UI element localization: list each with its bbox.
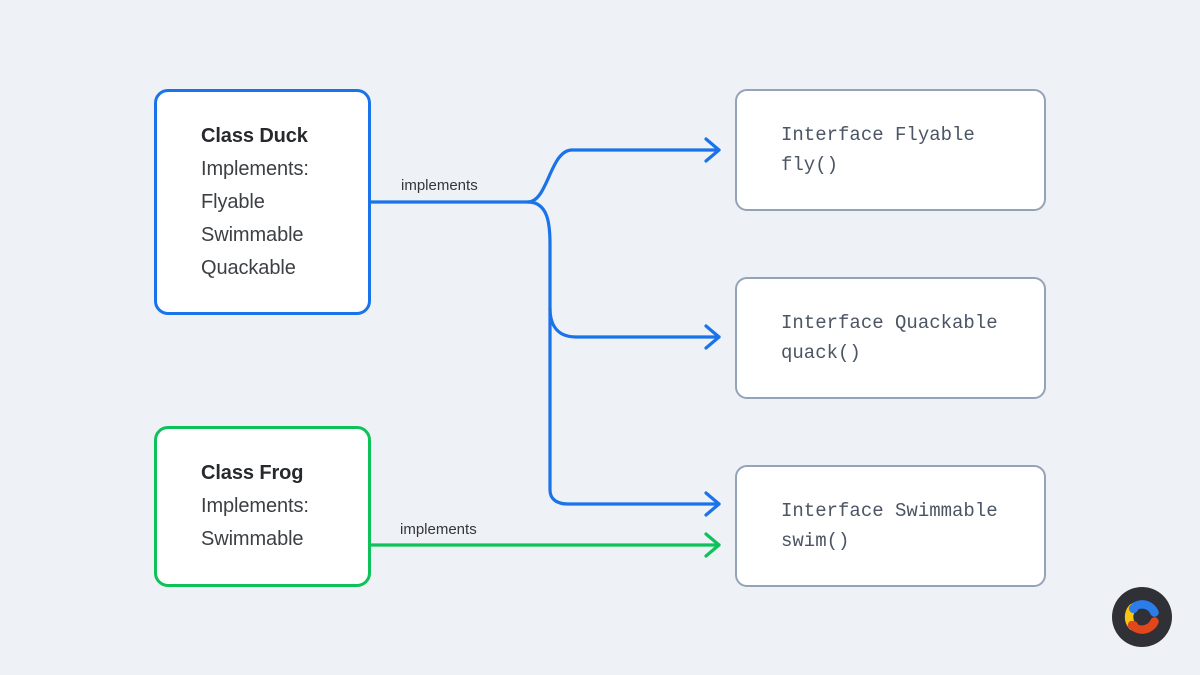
arrowhead-swimmable-duck xyxy=(704,491,721,517)
edge-duck-to-flyable xyxy=(526,148,721,204)
class-duck-subtitle: Implements: xyxy=(201,157,309,180)
class-frog-interface-swimmable: Swimmable xyxy=(201,528,304,550)
interface-node-flyable[interactable]: Interface Flyable fly() xyxy=(735,89,1046,211)
interface-node-swimmable[interactable]: Interface Swimmable swim() xyxy=(735,465,1046,587)
edge-label-frog-implements: implements xyxy=(400,521,477,538)
arrowhead-swimmable-frog xyxy=(704,532,721,558)
edge-label-duck-implements: implements xyxy=(401,177,478,194)
class-duck-interface-swimmable: Swimmable xyxy=(201,223,304,246)
arrowhead-flyable xyxy=(704,137,721,163)
arrowhead-quackable xyxy=(704,324,721,350)
interface-flyable-method: fly() xyxy=(781,154,839,176)
class-duck-interface-quackable: Quackable xyxy=(201,256,296,279)
interface-flyable-title: Interface Flyable xyxy=(781,124,975,146)
class-node-duck[interactable]: Class Duck Implements: Flyable Swimmable… xyxy=(154,89,371,315)
edge-duck-to-quackable xyxy=(548,306,721,339)
class-node-frog[interactable]: Class Frog Implements: Swimmable xyxy=(154,426,371,587)
brand-logo-mark xyxy=(1124,600,1159,634)
class-duck-title: Class Duck xyxy=(201,124,308,147)
interface-quackable-method: quack() xyxy=(781,342,861,364)
logo-dot-blue xyxy=(1128,603,1139,614)
interface-node-quackable[interactable]: Interface Quackable quack() xyxy=(735,277,1046,399)
class-duck-interface-flyable: Flyable xyxy=(201,190,265,213)
class-frog-subtitle: Implements: xyxy=(201,495,309,517)
interface-quackable-title: Interface Quackable xyxy=(781,312,998,334)
edge-duck-spine xyxy=(526,200,721,506)
logo-dot-orange xyxy=(1128,620,1139,631)
brand-logo xyxy=(1112,587,1172,647)
interface-swimmable-title: Interface Swimmable xyxy=(781,500,998,522)
interface-swimmable-method: swim() xyxy=(781,530,850,552)
class-frog-title: Class Frog xyxy=(201,462,304,484)
